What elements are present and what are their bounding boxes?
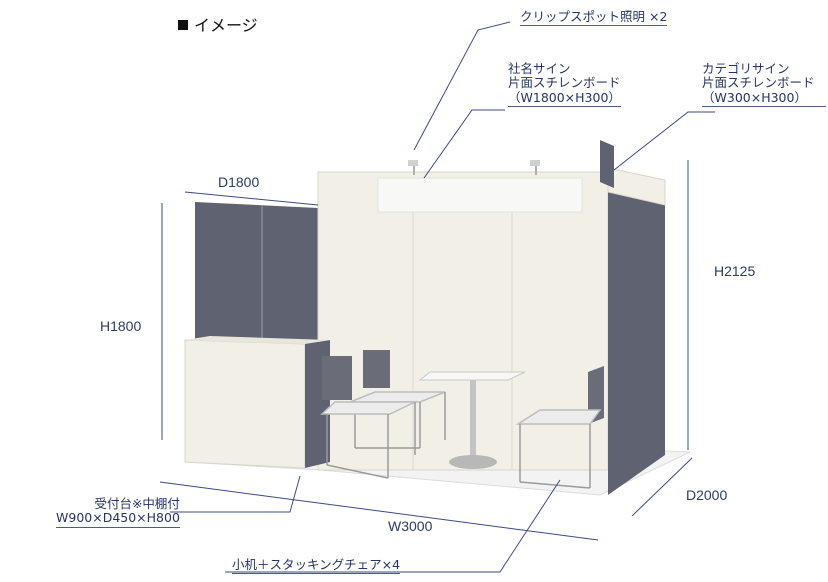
reception-label: 受付台※中棚付 W900×D450×H800 (56, 496, 180, 528)
square-bullet-icon (178, 20, 188, 30)
table (418, 371, 526, 469)
company-sign-label: 社名サイン 片面スチレンボード （W1800×H300） (508, 61, 621, 108)
reception-counter-front (184, 339, 306, 469)
company-sign-board (377, 177, 583, 213)
section-heading: イメージ (178, 12, 258, 36)
furniture-label: 小机＋スタッキングチェア×4 (232, 557, 401, 575)
clip-spot-light-1 (408, 160, 418, 175)
category-sign-label: カテゴリサイン 片面スチレンボード （W300×H300） (702, 62, 826, 108)
right-wall-panel (608, 192, 665, 495)
dimension-lines (159, 160, 693, 541)
clip-spot-label: クリップスポット照明 ×2 (520, 9, 668, 27)
dimension-h1800: H1800 (100, 318, 142, 334)
clip-spot-light-2 (530, 160, 540, 175)
back-wall (317, 171, 609, 471)
chair-right (515, 366, 604, 489)
reception-counter-top (185, 336, 330, 344)
category-sign-board (600, 140, 614, 188)
chair-front-left (320, 356, 416, 479)
dimension-d1800: D1800 (218, 174, 260, 190)
dimension-d2000: D2000 (686, 487, 728, 503)
chair-back-left (349, 350, 446, 449)
leader-lines (170, 21, 715, 573)
dimension-w3000: W3000 (388, 518, 433, 534)
dimension-h2125: H2125 (714, 263, 756, 279)
